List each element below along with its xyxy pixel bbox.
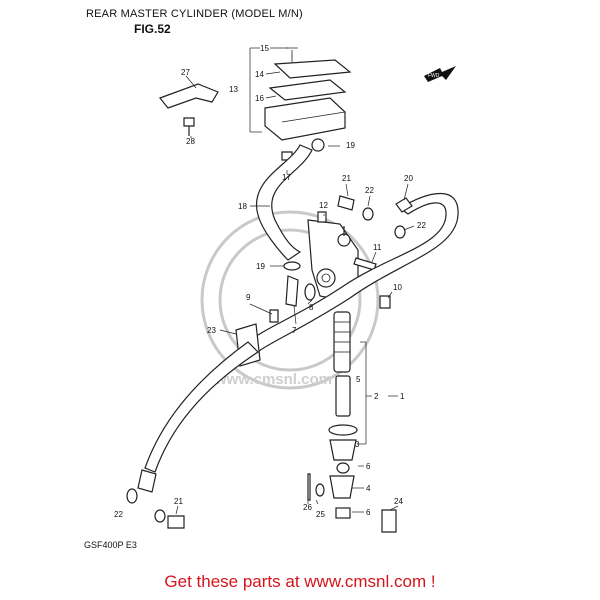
promo-banner-link[interactable]: Get these parts at www.cmsnl.com ! bbox=[164, 572, 436, 591]
reservoir-assembly bbox=[249, 47, 352, 152]
bleeder-valve bbox=[317, 211, 327, 223]
part-number: 26 bbox=[303, 503, 312, 512]
clevis bbox=[285, 275, 299, 307]
hose-fitting bbox=[395, 197, 413, 213]
part-number: 21 bbox=[342, 174, 351, 183]
part-number: 14 bbox=[255, 70, 264, 79]
part-number: 5 bbox=[356, 375, 361, 384]
washer bbox=[126, 488, 138, 504]
diagram-title: REAR MASTER CYLINDER (MODEL M/N) bbox=[86, 8, 303, 20]
part-number: 13 bbox=[229, 85, 238, 94]
part-number: 9 bbox=[246, 293, 251, 302]
part-number: 1 bbox=[400, 392, 405, 401]
part-number: 20 bbox=[404, 174, 413, 183]
watermark-logo: www.cmsnl.com bbox=[200, 210, 380, 390]
part-number: 22 bbox=[417, 221, 426, 230]
part-number: 4 bbox=[366, 484, 371, 493]
watermark-text: www.cmsnl.com bbox=[214, 371, 332, 388]
banjo-bolt bbox=[337, 195, 355, 211]
bolt-28 bbox=[183, 117, 195, 136]
part-number: 3 bbox=[355, 440, 360, 449]
part-number: 12 bbox=[319, 201, 328, 210]
part-number: 8 bbox=[309, 303, 314, 312]
master-cylinder-body bbox=[307, 219, 359, 301]
cotter-pin bbox=[307, 473, 311, 501]
bolt-10 bbox=[379, 295, 391, 309]
part-number: 25 bbox=[316, 510, 325, 519]
bracket bbox=[159, 83, 219, 109]
washer bbox=[362, 207, 374, 221]
part-number: 15 bbox=[260, 44, 269, 53]
part-number: 22 bbox=[114, 510, 123, 519]
part-number: 19 bbox=[256, 262, 265, 271]
washer bbox=[154, 509, 166, 523]
part-number: 10 bbox=[393, 283, 402, 292]
part-number: 17 bbox=[282, 173, 291, 182]
figure-number: FIG.52 bbox=[134, 22, 171, 36]
leader-lines bbox=[175, 47, 415, 515]
part-number: 23 bbox=[207, 326, 216, 335]
part-number: 24 bbox=[394, 497, 403, 506]
hose-end-fitting bbox=[137, 469, 157, 493]
part-number: 21 bbox=[174, 497, 183, 506]
part-number: 28 bbox=[186, 137, 195, 146]
piston-stack bbox=[328, 311, 358, 519]
front-badge-text: FWD bbox=[428, 73, 440, 79]
part-number: 27 bbox=[181, 68, 190, 77]
lower-brake-hose bbox=[144, 341, 259, 473]
model-code: GSF400P E3 bbox=[84, 540, 137, 550]
o-ring bbox=[304, 283, 316, 301]
part-number: 19 bbox=[346, 141, 355, 150]
part-number: 6 bbox=[366, 462, 371, 471]
part-number: 18 bbox=[238, 202, 247, 211]
part-number: 11 bbox=[373, 243, 382, 252]
front-arrow-icon: FWD bbox=[424, 66, 456, 82]
part-number: 16 bbox=[255, 94, 264, 103]
o-ring bbox=[283, 261, 301, 271]
banjo-bolt-lower bbox=[167, 515, 185, 529]
washer bbox=[394, 225, 406, 239]
clip bbox=[315, 483, 325, 497]
part-number-labels: 15 14 13 16 27 28 19 17 18 21 22 20 22 1… bbox=[114, 44, 426, 519]
pivot-bolt bbox=[381, 509, 397, 533]
part-number: 2 bbox=[374, 392, 379, 401]
reservoir-hose bbox=[255, 144, 313, 261]
part-number: 7 bbox=[292, 326, 297, 335]
pin-9 bbox=[269, 309, 279, 323]
part-number: 22 bbox=[365, 186, 374, 195]
part-number: 6 bbox=[366, 508, 371, 517]
